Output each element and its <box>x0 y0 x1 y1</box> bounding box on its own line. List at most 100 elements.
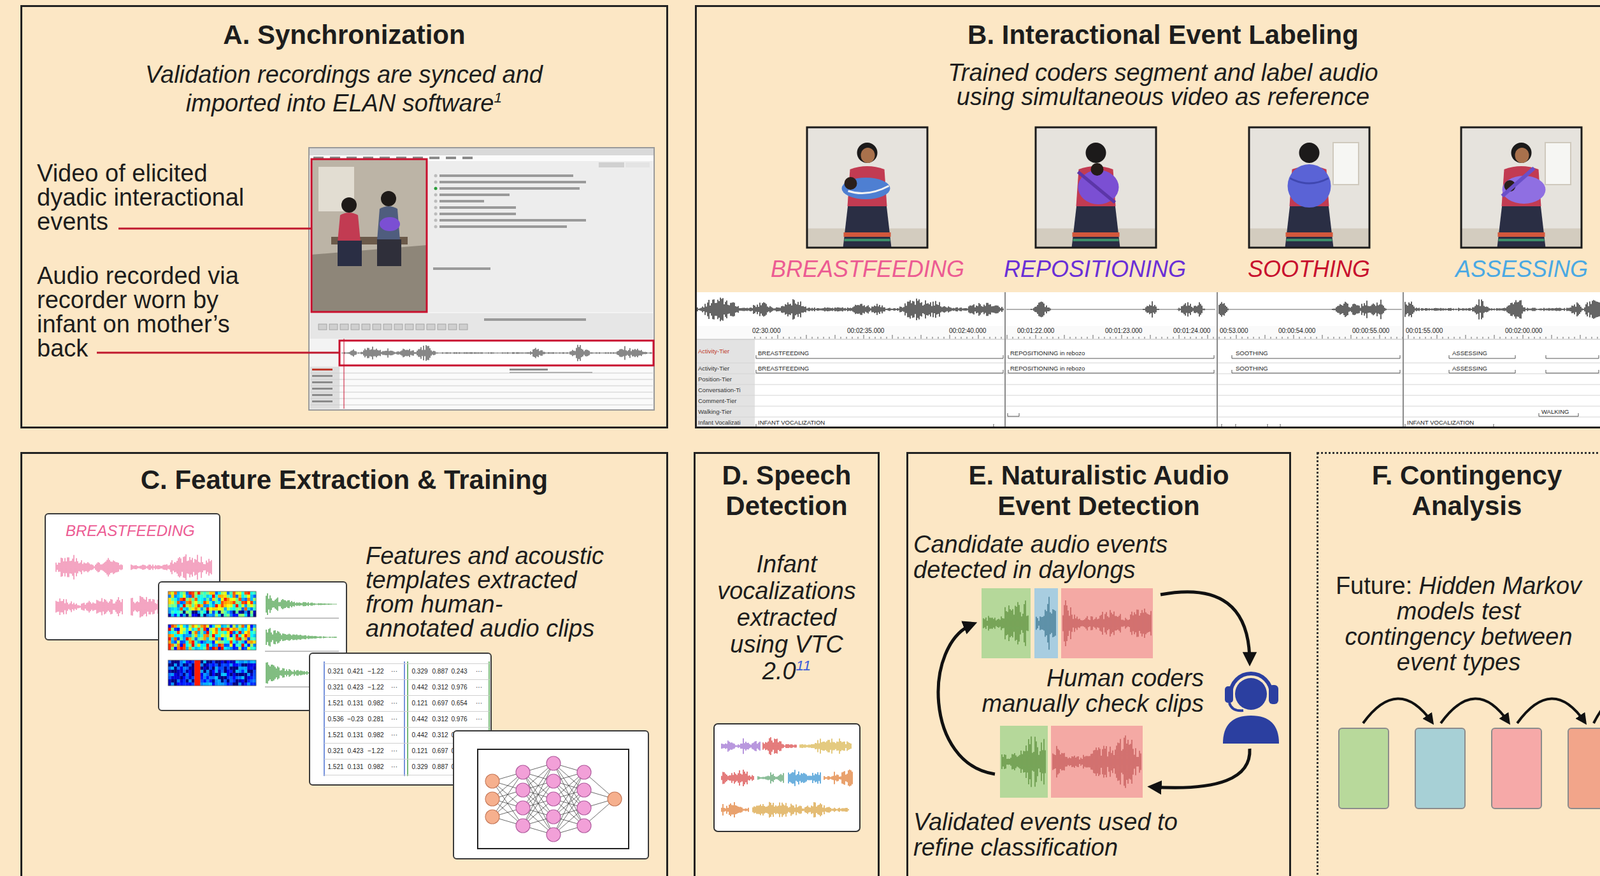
heatmap-cell <box>217 647 222 651</box>
heatmap-cell <box>194 594 198 599</box>
heatmap-cell <box>208 673 213 677</box>
heatmap-cell <box>241 673 245 677</box>
heatmap-cell <box>182 660 186 664</box>
icon-mic <box>1229 703 1244 711</box>
heatmap-cell <box>215 682 219 686</box>
heatmap-cell <box>206 647 210 651</box>
heatmap-cell <box>203 660 207 664</box>
step-note: Human coders manually check clips <box>982 664 1204 718</box>
heatmap-cell <box>250 643 254 648</box>
heatmap-cell <box>168 598 172 602</box>
heatmap-cell <box>217 663 222 667</box>
heatmap-cell <box>252 591 257 595</box>
heatmap-cell <box>188 666 192 671</box>
heatmap-cell <box>250 594 254 599</box>
heatmap-cell <box>250 663 254 667</box>
heatmap-cell <box>185 679 190 683</box>
heatmap-cell <box>197 634 201 638</box>
heatmap-cell <box>244 679 248 683</box>
heatmap-cell <box>168 604 172 608</box>
heatmap-cell <box>232 637 236 641</box>
heatmap-cell <box>191 643 195 648</box>
heatmap-cell <box>173 682 178 686</box>
option-line <box>439 200 485 203</box>
heatmap-cell <box>223 673 227 677</box>
heatmap-cell <box>235 663 239 667</box>
tab <box>598 162 625 168</box>
tier-row <box>310 385 653 387</box>
person-legs <box>377 239 402 267</box>
heatmap-cell <box>171 628 175 632</box>
tier-row-line <box>696 406 1600 408</box>
heatmap-cell <box>182 601 186 605</box>
heatmap-cell <box>194 624 198 629</box>
heatmap-cell <box>250 631 254 635</box>
tier-row-line <box>696 395 1600 397</box>
control-button <box>394 324 403 330</box>
heatmap-cell <box>191 679 195 683</box>
heatmap-cell <box>168 631 172 635</box>
table-cell: ··· <box>384 715 404 725</box>
heatmap-cell <box>244 591 248 595</box>
heatmap-cell <box>197 660 201 664</box>
heatmap-cell <box>208 598 213 602</box>
heatmap-cell <box>252 607 257 611</box>
heatmap-cell <box>188 614 192 618</box>
heatmap-cell <box>208 682 213 686</box>
heatmap-cell <box>168 643 172 648</box>
heatmap-cell <box>223 670 227 674</box>
baby <box>379 217 400 232</box>
table-cell: 0.312 <box>430 715 450 725</box>
heatmap-cell <box>241 679 245 683</box>
heatmap-cell <box>238 637 242 641</box>
panel-title: F. Contingency Analysis <box>1371 460 1563 522</box>
heatmap-cell <box>238 614 242 618</box>
heatmap-cell <box>235 634 239 638</box>
heatmap-cell <box>232 634 236 638</box>
heatmap-cell <box>203 594 207 599</box>
skirt-band <box>1286 238 1333 242</box>
heatmap-cell <box>197 640 201 644</box>
heatmap-cell <box>197 670 201 674</box>
heatmap-cell <box>215 624 219 629</box>
audio-segment <box>1061 588 1153 659</box>
blanket-fold <box>848 185 890 194</box>
heatmap-cell <box>185 601 190 605</box>
timestamp: 00:01:22.000 <box>1017 327 1055 336</box>
event-caption: REPOSITIONING <box>992 256 1197 283</box>
heatmap-cell <box>247 663 251 667</box>
network-unit <box>485 774 500 789</box>
heatmap-cell <box>200 624 204 629</box>
heatmap-cell <box>191 631 195 635</box>
heatmap-cell <box>215 640 219 644</box>
heatmap-cell <box>221 610 225 615</box>
options-panel <box>428 161 653 313</box>
text-group: D. Speech Detection <box>695 460 878 522</box>
heatmap-cell <box>215 628 219 632</box>
heatmap-cell <box>194 663 198 667</box>
elan-strip <box>696 292 1600 429</box>
heatmap-cell <box>244 647 248 651</box>
skirt-band <box>1072 232 1120 237</box>
heatmap-cell <box>203 666 207 671</box>
waveform <box>131 554 212 581</box>
hair <box>1085 142 1107 164</box>
heatmap-cell <box>235 673 239 677</box>
heatmap-cell <box>206 628 210 632</box>
heatmap-cell <box>238 628 242 632</box>
heatmap-cell <box>200 643 204 648</box>
heatmap-cell <box>173 610 178 615</box>
heatmap-cell <box>179 604 183 608</box>
panel-body: Infant vocalizations extracted using VTC… <box>717 550 857 685</box>
heatmap-cell <box>226 614 230 618</box>
heatmap-cell <box>252 670 257 674</box>
heatmap-cell <box>197 601 201 605</box>
photo <box>1461 127 1582 248</box>
heatmap-cell <box>247 614 251 618</box>
heatmap-cell <box>203 628 207 632</box>
heatmap-cell <box>244 624 248 629</box>
heatmap-cell <box>200 682 204 686</box>
heatmap-cell <box>247 634 251 638</box>
option-line <box>439 187 580 190</box>
